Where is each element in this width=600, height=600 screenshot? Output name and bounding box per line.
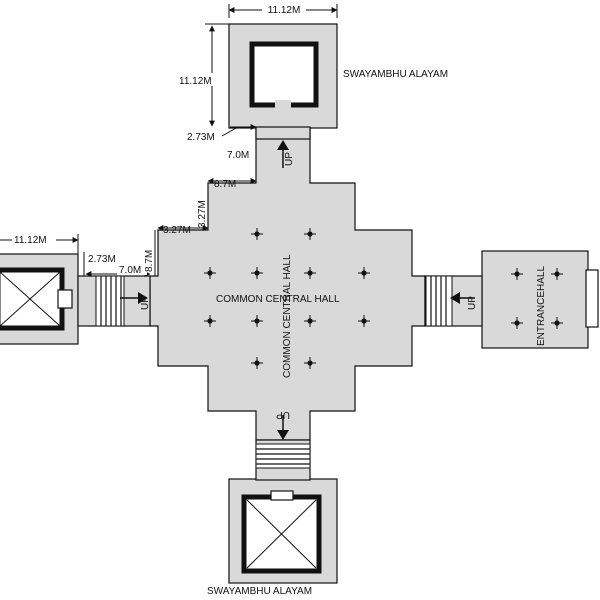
svg-text:11.12M: 11.12M xyxy=(268,5,301,16)
pillar-7 xyxy=(204,315,216,327)
svg-text:UP: UP xyxy=(140,296,151,310)
bottom-shrine-niche xyxy=(270,490,294,501)
bottom-shrine-cross-2 xyxy=(246,499,317,569)
dim-top-width: 11.12M xyxy=(228,4,338,18)
entrance-hall-room xyxy=(481,250,589,349)
entrance-pillar-3 xyxy=(511,317,523,329)
pillar-11 xyxy=(251,357,263,369)
dim-step1-height: 3.27M xyxy=(197,183,209,230)
top-corridor xyxy=(255,126,311,140)
svg-text:2.73M: 2.73M xyxy=(187,132,215,143)
dim-left-corridor: 7.0M xyxy=(85,264,151,277)
up-arrow-right: UP xyxy=(450,292,478,310)
up-arrow-bottom: UP xyxy=(276,409,290,440)
svg-text:UP: UP xyxy=(467,296,478,310)
dim-top-height: 11.12M xyxy=(176,23,229,127)
pillar-3 xyxy=(204,267,216,279)
svg-text:11.12M: 11.12M xyxy=(179,76,212,87)
svg-text:8.7M: 8.7M xyxy=(144,250,155,272)
right-stairs xyxy=(425,275,453,327)
svg-text:8.7M: 8.7M xyxy=(214,179,236,190)
pillar-5 xyxy=(304,267,316,279)
svg-text:7.0M: 7.0M xyxy=(227,150,249,161)
top-shrine-inner xyxy=(249,41,319,108)
up-arrow-top: UP xyxy=(277,140,295,168)
dim-left-step: 8.7M xyxy=(144,230,156,276)
left-stairs xyxy=(95,275,125,327)
dim-step1: 8.7M xyxy=(207,178,257,190)
pillar-2 xyxy=(304,228,316,240)
pillar-10 xyxy=(358,315,370,327)
entrance-pillar-4 xyxy=(551,317,563,329)
svg-text:2.73M: 2.73M xyxy=(88,254,116,265)
svg-text:3.27M: 3.27M xyxy=(197,200,208,228)
hall-pillars xyxy=(204,228,370,369)
pillar-4 xyxy=(251,267,263,279)
svg-text:UP: UP xyxy=(276,409,290,420)
pillar-1 xyxy=(251,228,263,240)
top-shrine-door xyxy=(275,100,291,110)
entrance-pillars xyxy=(511,268,563,329)
hall-label-vertical: COMMON CENTRAL HALL xyxy=(282,254,293,378)
left-shrine-niche xyxy=(57,289,73,309)
left-shrine-cross-2 xyxy=(0,271,61,327)
pillar-6 xyxy=(358,267,370,279)
svg-text:7.0M: 7.0M xyxy=(119,265,141,276)
dim-top-offset: 2.73M xyxy=(187,124,257,143)
pillar-12 xyxy=(304,357,316,369)
up-arrow-left: UP xyxy=(120,292,151,310)
entrance-pillar-1 xyxy=(511,268,523,280)
dim-left-width: 11.12M xyxy=(0,234,79,254)
top-shrine-label: SWAYAMBHU ALAYAM xyxy=(343,69,448,80)
dim-left-offset: 2.73M xyxy=(83,252,116,276)
entrance-pillar-2 xyxy=(551,268,563,280)
pillar-9 xyxy=(304,315,316,327)
bottom-shrine-label: SWAYAMBHU ALAYAM xyxy=(207,586,312,597)
entrance-hall-door xyxy=(585,269,599,328)
svg-text:3.27M: 3.27M xyxy=(163,225,191,236)
dim-corridor: 7.0M xyxy=(227,131,257,183)
dim-step2: 3.27M xyxy=(157,225,209,236)
entrance-hall-label: ENTRANCEHALL xyxy=(536,266,547,346)
svg-text:11.12M: 11.12M xyxy=(14,235,47,246)
hall-label-horizontal: COMMON CENTRAL HALL xyxy=(216,294,340,305)
pillar-8 xyxy=(251,315,263,327)
bottom-stairs xyxy=(255,443,311,469)
svg-text:UP: UP xyxy=(284,152,295,166)
